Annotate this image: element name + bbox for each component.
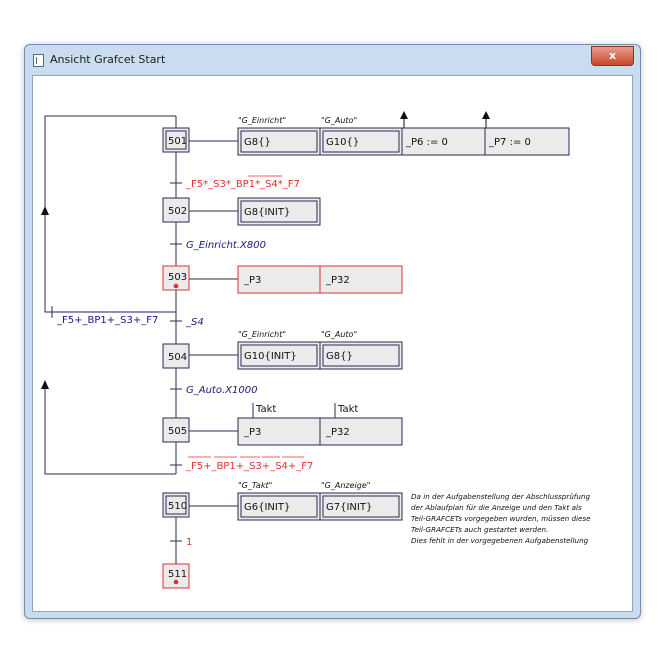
action-label: _P3 <box>243 275 261 286</box>
actions-502: G8{INIT} <box>237 197 321 226</box>
actions-503: _P3 _P32 <box>237 265 403 294</box>
step-503[interactable]: 503 <box>162 265 190 291</box>
actions-504: "G_Einricht" "G_Auto" G10{INIT} G8{} <box>237 330 403 370</box>
step-label: 501 <box>168 136 187 147</box>
action-label: G7{INIT} <box>326 502 372 513</box>
active-token-icon <box>173 579 179 585</box>
step-label: 510 <box>168 501 187 512</box>
step-label: 503 <box>168 272 187 283</box>
step-label: 511 <box>168 569 187 580</box>
action-comment: "G_Auto" <box>321 330 357 339</box>
loop-arrows <box>41 111 490 389</box>
step-510[interactable]: 510 <box>162 492 190 518</box>
action-comment: "G_Auto" <box>321 116 357 125</box>
action-label: G6{INIT} <box>244 502 290 513</box>
action-label: _P32 <box>325 275 350 286</box>
transition-condition: 1 <box>186 537 192 548</box>
step-label: 505 <box>168 426 187 437</box>
note-line: Dies fehlt in der vorgegebenen Aufgabens… <box>411 536 589 545</box>
transition-condition: _F5+_BP1+_S3+_S4+_F7 <box>185 461 313 472</box>
action-label: G10{INIT} <box>244 351 297 362</box>
transition-condition: G_Auto.X1000 <box>186 385 257 396</box>
actions-505: Takt Takt _P3 _P32 <box>237 403 403 446</box>
action-comment: "G_Takt" <box>238 481 272 490</box>
step-511[interactable]: 511 <box>162 563 190 589</box>
transition-condition: G_Einricht.X800 <box>186 240 266 251</box>
step-505[interactable]: 505 <box>162 417 190 443</box>
note-line: Teil-GRAFCETs vorgegeben wurden, müssen … <box>411 514 591 523</box>
actions-501: "G_Einricht" "G_Auto" G8{} G10{} _P6 := … <box>237 116 570 156</box>
takt-label: Takt <box>255 404 276 415</box>
action-label: G8{} <box>244 137 271 148</box>
action-label: _P32 <box>325 427 350 438</box>
step-label: 504 <box>168 352 187 363</box>
action-label: _P7 := 0 <box>488 137 531 148</box>
note-line: der Ablaufplan für die Anzeige und den T… <box>411 503 582 512</box>
step-504[interactable]: 504 <box>162 343 190 369</box>
step-501[interactable]: 501 <box>162 127 190 153</box>
document-icon <box>33 54 44 67</box>
action-comment: "G_Anzeige" <box>321 481 370 490</box>
note-line: Da in der Aufgabenstellung der Abschluss… <box>411 492 590 501</box>
transition-conditions: _F5*_S3*_BP1*_S4*_F7 G_Einricht.X800 _S4… <box>56 179 313 548</box>
note-line: Teil-GRAFCETs auch gestartet werden. <box>411 525 548 534</box>
step-label: 502 <box>168 206 187 217</box>
close-button[interactable]: x <box>591 46 634 66</box>
transition-condition: _F5*_S3*_BP1*_S4*_F7 <box>185 179 300 190</box>
action-label: G8{} <box>326 351 353 362</box>
window-title: Ansicht Grafcet Start <box>50 53 166 66</box>
action-label: _P6 := 0 <box>405 137 448 148</box>
action-comment: "G_Einricht" <box>238 116 286 125</box>
step-502[interactable]: 502 <box>162 197 190 223</box>
transition-condition: _S4 <box>185 317 204 328</box>
action-comment: "G_Einricht" <box>238 330 286 339</box>
action-label: G10{} <box>326 137 359 148</box>
negation-overlines <box>188 175 304 458</box>
title-bar[interactable]: Ansicht Grafcet Start x <box>25 45 640 73</box>
takt-label: Takt <box>337 404 358 415</box>
action-label: G8{INIT} <box>244 207 290 218</box>
actions-510: "G_Takt" "G_Anzeige" G6{INIT} G7{INIT} <box>237 481 403 521</box>
action-label: _P3 <box>243 427 261 438</box>
branch-condition: _F5+_BP1+_S3+_F7 <box>56 315 158 326</box>
transition-bars <box>51 182 182 542</box>
active-token-icon <box>173 283 179 289</box>
note-text: Da in der Aufgabenstellung der Abschluss… <box>411 492 591 545</box>
